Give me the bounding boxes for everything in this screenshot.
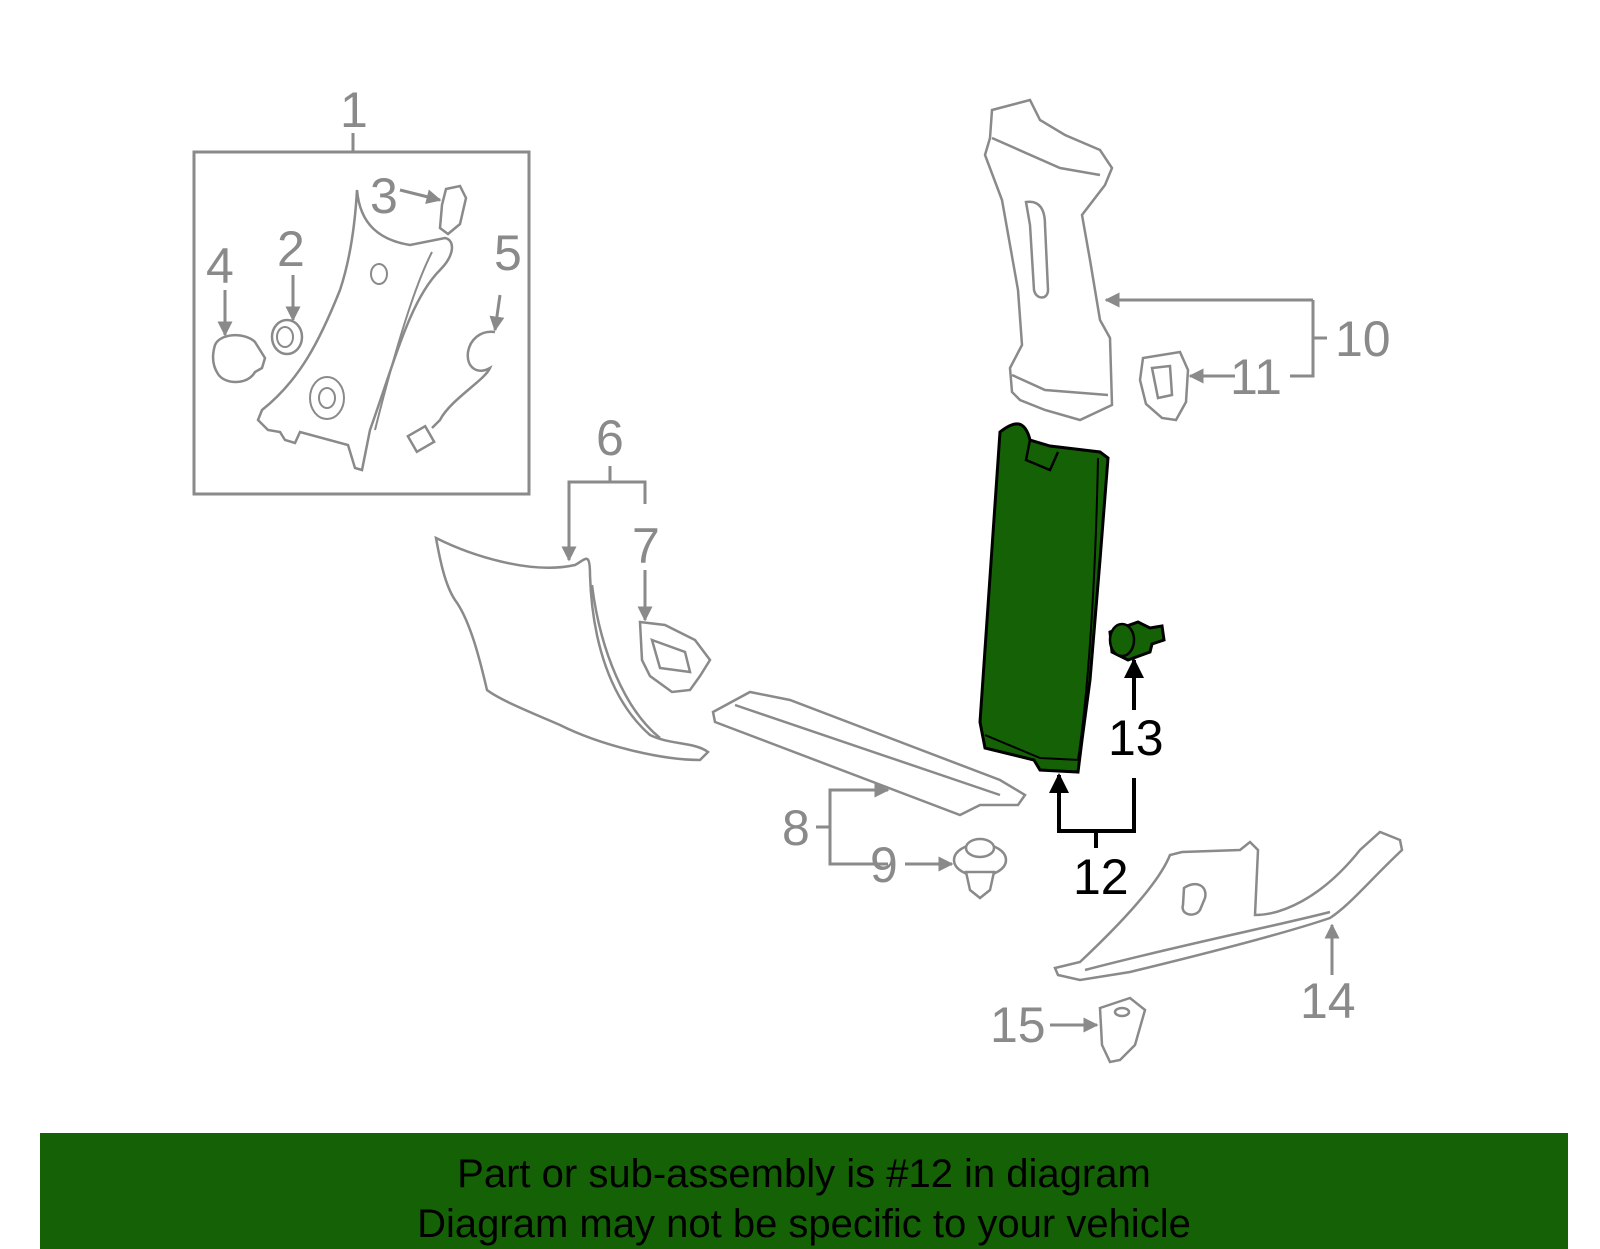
callout-numbers: 1 2 3 4 5 6 7 8 9 10 11 12 13 14 15 xyxy=(206,82,1391,1053)
part-4-cap[interactable] xyxy=(211,334,267,384)
part-14-vent xyxy=(1181,882,1207,916)
part-15-clip-hole xyxy=(1113,1006,1131,1018)
part-5-connector xyxy=(406,424,436,454)
callout-12: 12 xyxy=(1073,849,1129,905)
part-6-inner-edge xyxy=(590,584,661,739)
leader-bracket-6 xyxy=(567,480,647,550)
part-10-lower-edge xyxy=(1011,373,1109,397)
part-12-edge xyxy=(1077,457,1099,761)
part-2-grommet-inner xyxy=(276,326,294,348)
callout-2: 2 xyxy=(277,221,305,277)
part-9-push-pin-shank xyxy=(964,870,996,900)
assembly-1-group xyxy=(192,133,531,496)
callout-7: 7 xyxy=(632,518,660,574)
part-13-fastener-head xyxy=(1108,622,1136,658)
part-14-edge xyxy=(1084,910,1331,972)
part-7-clip-detail xyxy=(650,637,692,674)
part-1-panel-edge xyxy=(374,251,433,431)
callout-10: 10 xyxy=(1335,311,1391,367)
part-5-wire-harness[interactable] xyxy=(431,330,496,429)
callout-5: 5 xyxy=(494,225,522,281)
leader-bracket-10 xyxy=(1290,300,1315,378)
part-3-clip[interactable] xyxy=(438,184,468,236)
callout-14: 14 xyxy=(1300,973,1356,1029)
part-1-hole xyxy=(370,263,388,285)
part-12-bottom-edge xyxy=(984,734,1081,761)
part-6-kick-panel[interactable] xyxy=(434,535,710,762)
callout-6: 6 xyxy=(596,410,624,466)
part-12-group xyxy=(978,422,1166,848)
part-7-clip[interactable] xyxy=(638,620,712,694)
part-8-group xyxy=(711,690,1027,900)
part-8-sill-edge xyxy=(734,703,1001,797)
callout-13: 13 xyxy=(1108,710,1164,766)
part-11-clip[interactable] xyxy=(1138,350,1190,422)
part-6-group xyxy=(434,466,712,762)
callout-4: 4 xyxy=(206,238,234,294)
part-9-push-pin-top xyxy=(964,837,996,859)
info-banner: Part or sub-assembly is #12 in diagram D… xyxy=(40,1133,1568,1249)
part-14-group xyxy=(1050,830,1404,1064)
part-12-lower-trim[interactable] xyxy=(978,422,1110,774)
assembly-1-box xyxy=(192,150,531,496)
leader-arrow-5 xyxy=(489,294,505,332)
callout-1: 1 xyxy=(340,82,368,138)
leader-bracket-12 xyxy=(1057,778,1136,833)
part-10-slot xyxy=(1024,200,1050,299)
callout-3: 3 xyxy=(370,168,398,224)
part-10-upper-trim[interactable] xyxy=(983,98,1114,422)
part-15-clip-nut[interactable] xyxy=(1098,996,1147,1064)
part-12-top-notch xyxy=(1024,439,1060,472)
callout-9: 9 xyxy=(870,837,898,893)
part-1-trim-panel[interactable] xyxy=(256,189,454,472)
banner-line-1: Part or sub-assembly is #12 in diagram xyxy=(457,1152,1151,1196)
info-banner-background xyxy=(40,1133,1568,1249)
part-1-speaker-mount xyxy=(309,376,345,420)
part-11-clip-detail xyxy=(1150,364,1174,400)
callout-8: 8 xyxy=(782,800,810,856)
callout-11: 11 xyxy=(1230,349,1282,405)
part-14-scuff-plate[interactable] xyxy=(1053,830,1404,982)
part-10-top-edge xyxy=(991,136,1101,177)
callout-15: 15 xyxy=(990,997,1046,1053)
part-1-speaker-center xyxy=(318,387,336,409)
leader-arrow-3 xyxy=(399,188,442,205)
part-8-sill-plate[interactable] xyxy=(711,690,1027,817)
banner-line-2: Diagram may not be specific to your vehi… xyxy=(417,1202,1191,1246)
part-10-group xyxy=(983,98,1327,422)
